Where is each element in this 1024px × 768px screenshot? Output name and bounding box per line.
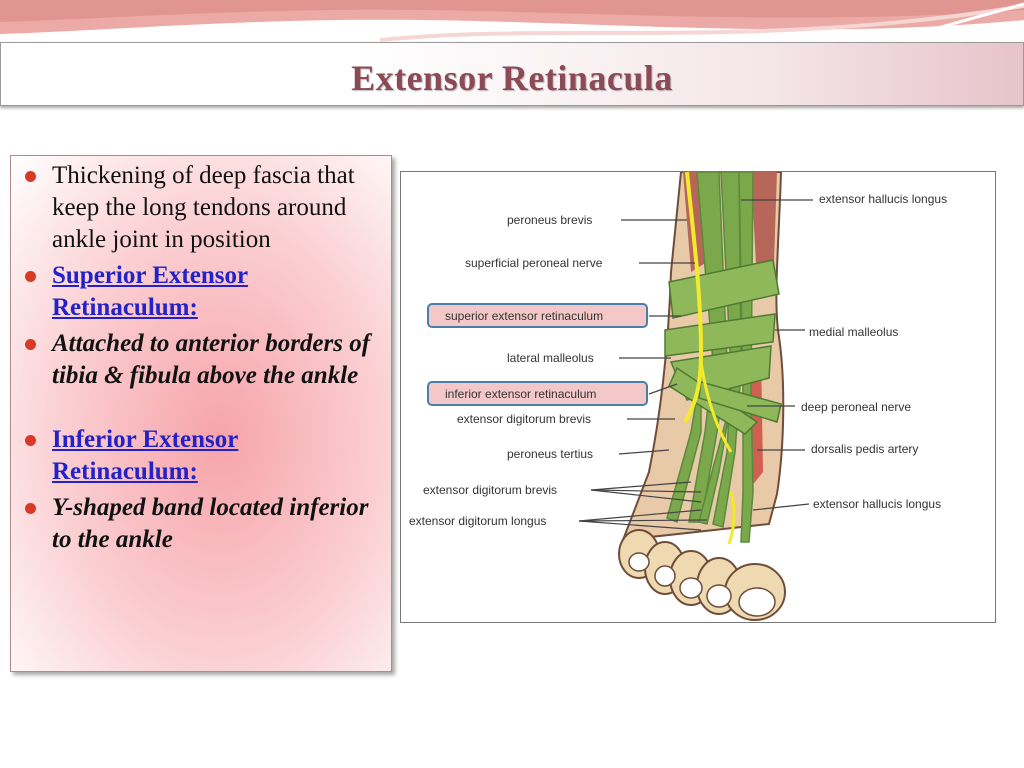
label-extensor-digitorum-brevis-2: extensor digitorum brevis <box>423 483 557 497</box>
label-superior-extensor-retinaculum: superior extensor retinaculum <box>445 309 603 323</box>
superior-retinaculum-highlight <box>427 303 648 328</box>
bullet-list: Thickening of deep fascia that keep the … <box>11 160 386 556</box>
bullet-item: Thickening of deep fascia that keep the … <box>11 160 386 256</box>
label-peroneus-brevis: peroneus brevis <box>507 213 592 227</box>
superior-retinaculum-link[interactable]: Superior Extensor Retinaculum: <box>52 262 249 321</box>
label-medial-malleolus: medial malleolus <box>809 325 898 339</box>
bullet-item: Attached to anterior borders of tibia & … <box>11 328 386 392</box>
label-extensor-hallucis-longus-bottom: extensor hallucis longus <box>813 497 941 511</box>
inferior-retinaculum-highlight <box>427 381 648 406</box>
inferior-retinaculum-link[interactable]: Inferior Extensor Retinaculum: <box>52 426 239 485</box>
bullet-icon <box>25 339 36 350</box>
label-extensor-digitorum-longus: extensor digitorum longus <box>409 514 546 528</box>
bullet-icon <box>25 503 36 514</box>
anatomy-figure: peroneus brevis superficial peroneal ner… <box>400 171 996 623</box>
bullet-icon <box>25 171 36 182</box>
bullet-item: Y-shaped band located inferior to the an… <box>11 492 386 556</box>
bullet-text: Y-shaped band located inferior to the an… <box>52 494 369 553</box>
label-peroneus-tertius: peroneus tertius <box>507 447 593 461</box>
label-extensor-digitorum-brevis: extensor digitorum brevis <box>457 412 591 426</box>
bullet-text: Attached to anterior borders of tibia & … <box>52 330 371 389</box>
bullet-icon <box>25 435 36 446</box>
bullet-item: Superior Extensor Retinaculum: <box>11 260 386 324</box>
bullet-icon <box>25 271 36 282</box>
bullet-item: Inferior Extensor Retinaculum: <box>11 424 386 488</box>
content-box: Thickening of deep fascia that keep the … <box>10 155 392 672</box>
label-extensor-hallucis-longus-top: extensor hallucis longus <box>819 192 947 206</box>
label-lateral-malleolus: lateral malleolus <box>507 351 594 365</box>
title-bar: Extensor Retinacula <box>0 42 1024 106</box>
label-superficial-peroneal-nerve: superficial peroneal nerve <box>465 256 603 270</box>
bullet-text: Thickening of deep fascia that keep the … <box>52 162 355 253</box>
slide-title: Extensor Retinacula <box>351 58 673 98</box>
header-decoration <box>0 0 1024 46</box>
foot-illustration: peroneus brevis superficial peroneal ner… <box>409 172 947 621</box>
label-inferior-extensor-retinaculum: inferior extensor retinaculum <box>445 387 596 401</box>
label-deep-peroneal-nerve: deep peroneal nerve <box>801 400 911 414</box>
label-dorsalis-pedis-artery: dorsalis pedis artery <box>811 442 918 456</box>
